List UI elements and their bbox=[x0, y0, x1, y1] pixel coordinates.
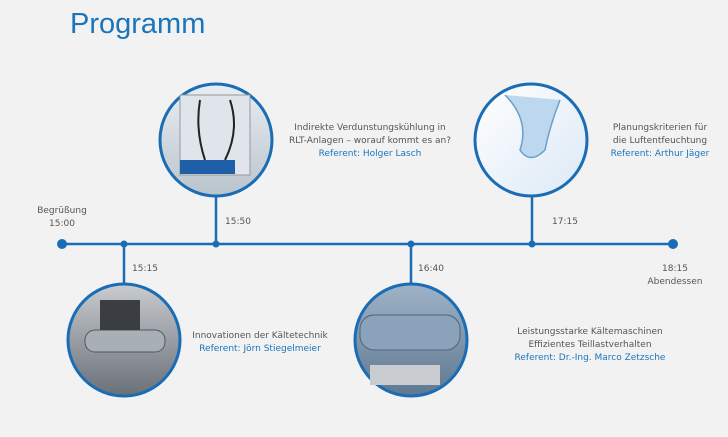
talk-title: Innovationen der Kältetechnik bbox=[192, 331, 328, 341]
timeline-dot bbox=[57, 239, 67, 249]
talk-referent: Referent: Arthur Jäger bbox=[610, 149, 710, 159]
talk-referent: Referent: Jörn Stiegelmeier bbox=[199, 344, 321, 354]
talk-referent: Referent: Dr.-Ing. Marco Zetzsche bbox=[514, 353, 666, 363]
talk-title-line1: Planungskriterien für bbox=[612, 123, 708, 133]
talk-title-line1: Indirekte Verdunstungskühlung in bbox=[294, 123, 446, 133]
talk-verdunstungskuehlung: Indirekte Verdunstungskühlung in RLT-Anla… bbox=[270, 122, 470, 161]
time-1640: 16:40 bbox=[418, 264, 444, 274]
timeline-dot bbox=[120, 240, 128, 248]
time-1715: 17:15 bbox=[552, 217, 578, 227]
timeline-dot bbox=[212, 240, 220, 248]
timeline-dot bbox=[528, 240, 536, 248]
event-time: 18:15 bbox=[662, 264, 688, 274]
talk-title-line2: die Luftentfeuchtung bbox=[612, 136, 708, 146]
page-title: Programm bbox=[70, 8, 206, 40]
image-water-bottle bbox=[473, 82, 589, 198]
talk-luftentfeuchtung: Planungskriterien für die Luftentfeuchtun… bbox=[600, 122, 720, 161]
image-chiller-machine bbox=[353, 282, 469, 398]
image-evaporative-cooling bbox=[158, 82, 274, 198]
image-chiller-compressor bbox=[66, 282, 182, 398]
time-1550: 15:50 bbox=[225, 217, 251, 227]
timeline-dot bbox=[668, 239, 678, 249]
time-1515: 15:15 bbox=[132, 264, 158, 274]
talk-title-line2: Effizientes Teillastverhalten bbox=[528, 340, 652, 350]
timeline-dot bbox=[407, 240, 415, 248]
event-begruessung: Begrüßung 15:00 bbox=[30, 206, 94, 229]
talk-title-line1: Leistungsstarke Kältemaschinen bbox=[517, 327, 663, 337]
talk-referent: Referent: Holger Lasch bbox=[318, 149, 422, 159]
event-label: Begrüßung bbox=[37, 206, 87, 216]
event-label: Abendessen bbox=[647, 277, 703, 287]
talk-title-line2: RLT-Anlagen – worauf kommt es an? bbox=[288, 136, 452, 146]
event-time: 15:00 bbox=[49, 219, 75, 229]
